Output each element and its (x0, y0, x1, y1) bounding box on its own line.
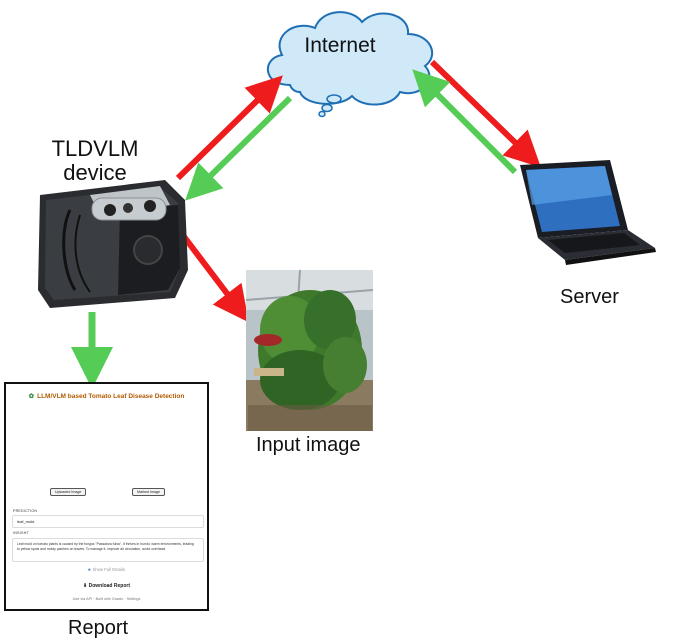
insight-text: Leaf mold on tomato plants is caused by … (17, 542, 194, 551)
report-label: Report (68, 617, 129, 639)
internet-label: Internet (304, 34, 376, 57)
server-laptop-image (520, 160, 656, 265)
download-report-button[interactable]: ⬇ Download Report (6, 583, 207, 589)
prediction-value: leaf_mold (17, 519, 35, 524)
download-report-text: Download Report (88, 583, 130, 589)
arrow-server-to-internet (412, 69, 518, 175)
report-title-text: LLM/VLM based Tomato Leaf Disease Detect… (37, 393, 185, 400)
internet-cloud (266, 11, 434, 118)
input-image-label: Input image (256, 434, 361, 456)
marked-image-button[interactable]: Marked Image (132, 488, 165, 496)
uploaded-image-button[interactable]: Uploaded Image (50, 488, 87, 496)
details-icon: ■ (88, 567, 91, 572)
server-label: Server (560, 286, 619, 308)
prediction-field[interactable]: leaf_mold (12, 515, 204, 528)
download-icon: ⬇ (83, 583, 89, 589)
show-details-button[interactable]: ■Show Full Details (6, 567, 207, 572)
report-card: ✿LLM/VLM based Tomato Leaf Disease Detec… (4, 382, 209, 611)
show-details-text: Show Full Details (92, 567, 125, 572)
prediction-label: PREDICTION (13, 509, 38, 513)
tldvlm-device-image (38, 180, 188, 308)
leaf-icon: ✿ (28, 393, 35, 400)
insight-field[interactable]: Leaf mold on tomato plants is caused by … (12, 538, 204, 562)
footer-links[interactable]: Use via API · Built with Gradio · Settin… (72, 597, 141, 601)
device-label: TLDVLM device (51, 136, 139, 185)
insight-label: INSIGHT (13, 531, 29, 535)
arrow-internet-to-device (185, 95, 293, 201)
input-image-photo (245, 269, 374, 431)
report-title: ✿LLM/VLM based Tomato Leaf Disease Detec… (6, 392, 207, 400)
